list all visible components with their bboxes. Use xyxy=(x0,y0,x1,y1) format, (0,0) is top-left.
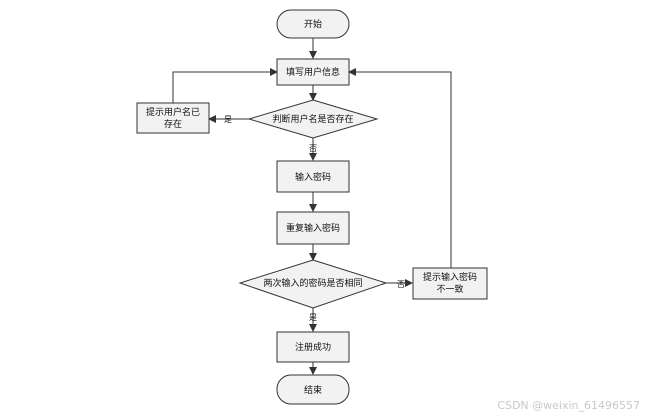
edge-mismatch-to-fill xyxy=(348,68,452,268)
username-exists-line1: 提示用户名已 xyxy=(146,106,200,118)
password-mismatch-line1: 提示输入密码 xyxy=(423,271,477,283)
repeat-password-node: 重复输入密码 xyxy=(276,211,350,245)
password-mismatch-line2: 不一致 xyxy=(436,283,463,295)
check-username-decision: 判断用户名是否存在 xyxy=(247,99,379,139)
password-mismatch-node: 提示输入密码 不一致 xyxy=(412,267,488,300)
enter-password-label: 输入密码 xyxy=(295,171,331,183)
username-exists-line2: 存在 xyxy=(164,118,182,130)
compare-passwords-label: 两次输入的密码是否相同 xyxy=(263,277,362,289)
same-no-label: 否 xyxy=(397,280,405,289)
start-label: 开始 xyxy=(304,18,322,30)
register-success-label: 注册成功 xyxy=(295,341,331,353)
compare-passwords-decision: 两次输入的密码是否相同 xyxy=(238,259,388,309)
check-username-label: 判断用户名是否存在 xyxy=(272,113,353,125)
connectors xyxy=(172,38,452,375)
fill-info-node: 填写用户信息 xyxy=(276,58,350,86)
fill-info-label: 填写用户信息 xyxy=(286,66,340,78)
username-exists-node: 提示用户名已 存在 xyxy=(136,102,210,134)
start-node: 开始 xyxy=(276,9,350,39)
csdn-watermark: CSDN @weixin_61496557 xyxy=(497,399,640,412)
exists-no-label: 否 xyxy=(309,144,317,153)
end-node: 结束 xyxy=(276,374,350,405)
edge-exists-to-fill xyxy=(172,68,278,103)
end-label: 结束 xyxy=(304,384,322,396)
same-yes-label: 是 xyxy=(309,313,317,322)
repeat-password-label: 重复输入密码 xyxy=(286,222,340,234)
register-success-node: 注册成功 xyxy=(276,331,350,363)
enter-password-node: 输入密码 xyxy=(276,160,350,193)
exists-yes-label: 是 xyxy=(224,115,232,124)
